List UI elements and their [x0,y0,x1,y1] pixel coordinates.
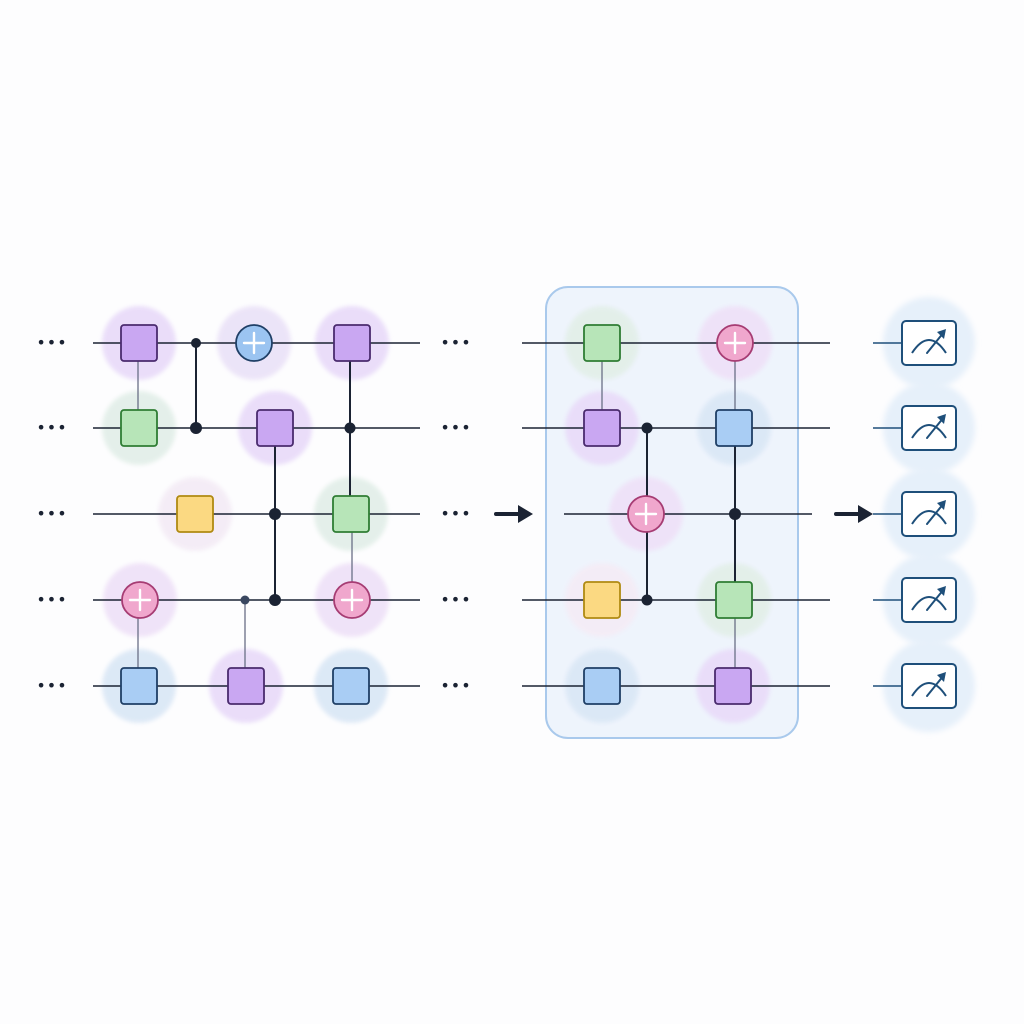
meter-arc [911,596,947,611]
meter-icon [901,320,957,366]
blue-xor-gate [235,324,273,362]
meter-box [901,320,957,366]
meter-icon [901,577,957,623]
ellipsis-label: ••• [36,504,67,523]
control-dot [344,422,356,434]
ellipsis-layer: ••• ••• ••• ••• ••• ••• ••• ••• ••• ••• [36,333,471,695]
green-square-gate [120,409,158,447]
meter-needle-tip [937,586,946,596]
meter-box [901,663,957,709]
meter-arc [911,510,947,525]
pink-xor-gate [627,495,665,533]
gate-layer [120,320,957,709]
meter-needle-tip [937,329,946,339]
control-dot [191,338,201,348]
meter-needle-tip [937,500,946,510]
ellipsis-label: ••• [440,418,471,437]
arrow-head [518,505,533,523]
blue-square-gate [120,667,158,705]
meter-arc [911,682,947,697]
ellipsis-label: ••• [36,333,67,352]
yellow-square-gate [176,495,214,533]
green-square-gate [583,324,621,362]
control-dot [269,594,281,606]
ellipsis-label: ••• [36,676,67,695]
meter-needle-tip [937,414,946,424]
meter-arc [911,339,947,354]
yellow-square-gate [583,581,621,619]
meter-icon [901,405,957,451]
pink-xor-gate [121,581,159,619]
ellipsis-label: ••• [36,590,67,609]
ellipsis-label: ••• [440,676,471,695]
meter-icon [901,663,957,709]
purple-square-gate [120,324,158,362]
purple-square-gate [256,409,294,447]
ellipsis-label: ••• [440,333,471,352]
pink-xor-gate [333,581,371,619]
meter-box [901,577,957,623]
ellipsis-label: ••• [440,590,471,609]
ellipsis-label: ••• [440,504,471,523]
arrow-head [858,505,873,523]
blue-square-gate [715,409,753,447]
purple-square-gate [227,667,265,705]
arrow-right-icon [494,505,533,523]
green-square-gate [715,581,753,619]
control-dot [729,508,741,520]
meter-icon [901,491,957,537]
meter-box [901,405,957,451]
blue-square-gate [332,667,370,705]
blue-square-gate [583,667,621,705]
ellipsis-label: ••• [36,418,67,437]
control-dot [641,594,653,606]
control-dot [190,422,202,434]
control-dot [240,595,250,605]
arrow-right-icon [834,505,873,523]
meter-arc [911,424,947,439]
control-dot [641,422,653,434]
pink-xor-gate [716,324,754,362]
purple-square-gate [333,324,371,362]
control-dot [269,508,281,520]
meter-box [901,491,957,537]
purple-square-gate [714,667,752,705]
meter-needle-tip [937,672,946,682]
purple-square-gate [583,409,621,447]
green-square-gate [332,495,370,533]
